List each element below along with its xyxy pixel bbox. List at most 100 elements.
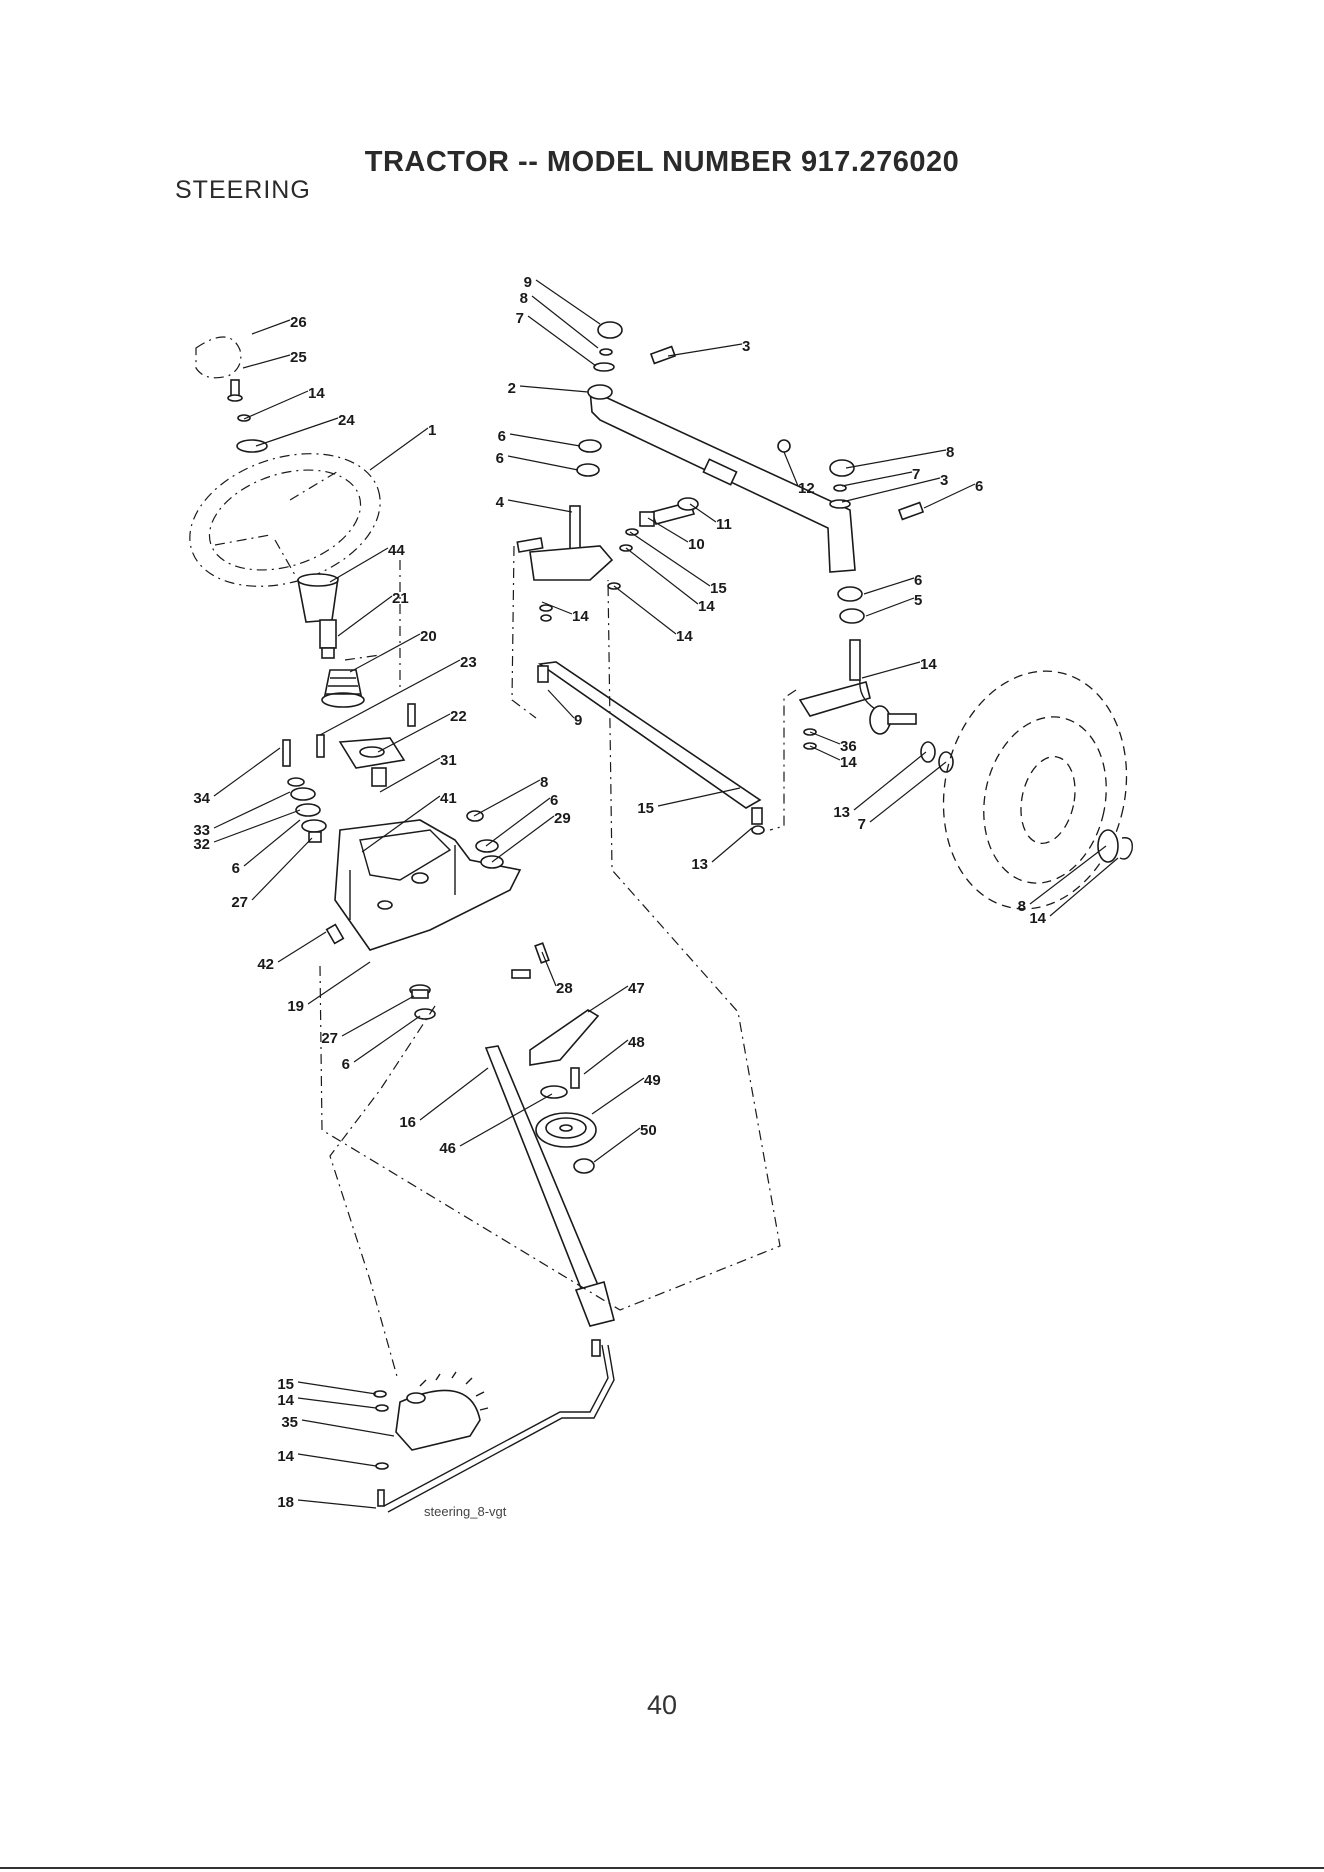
bushings-right-spindle [838,587,864,623]
sector-gear [396,1372,488,1450]
part-callout: 8 [520,290,528,307]
part-callout: 11 [716,516,732,533]
pulley-nut [574,1159,594,1173]
callout-leader [854,752,926,810]
callout-leader [278,932,326,962]
part-callout: 3 [940,472,948,489]
callout-leader [492,816,554,862]
part-callout: 41 [440,790,457,807]
callout-leader [243,355,290,368]
callout-leader [520,386,588,392]
part-callout: 20 [420,628,437,645]
steering-support-bracket [335,820,520,950]
part-callout: 28 [556,980,573,997]
callout-leader [924,484,975,508]
part-callout: 15 [277,1376,294,1393]
callout-leader [584,1040,628,1074]
part-callout: 32 [193,836,210,853]
part-callout: 13 [691,856,708,873]
front-wheel [922,654,1148,926]
callout-leader [532,296,598,348]
callout-leader [1030,846,1106,904]
part-callout: 48 [628,1034,645,1051]
part-callout: 13 [833,804,850,821]
callout-leader [354,1016,420,1062]
bushings-left-spindle [577,440,601,476]
callout-leader [1050,858,1118,916]
callout-leader [846,450,946,468]
pulley-bracket [530,1010,598,1065]
part-callout: 14 [572,608,589,625]
callout-leader [614,586,676,634]
steering-wheel-cap [196,337,241,378]
part-callout: 15 [710,580,727,597]
callout-leader [508,500,572,512]
part-callout: 6 [496,450,504,467]
callout-leader [668,344,742,356]
callout-leader [302,1420,394,1436]
callout-leader [542,952,556,986]
steering-bellows-boot [322,670,364,707]
callout-leader [870,762,946,822]
wheel-washer-clip [1098,830,1132,862]
pivot-spacer [678,498,698,510]
callout-leader [330,548,388,582]
part-callout: 14 [277,1448,294,1465]
callout-leader [474,780,540,816]
part-callout: 49 [644,1072,661,1089]
spindle-left [517,506,612,580]
callout-leader [214,748,280,796]
part-callout: 19 [287,998,304,1015]
part-callout: 7 [858,816,866,833]
callout-leader [658,788,740,806]
diagram-caption: steering_8-vgt [424,1504,507,1519]
callout-leader [308,962,370,1004]
part-callout: 16 [399,1114,416,1131]
part-callout: 6 [914,572,922,589]
part-callout: 22 [450,708,467,725]
part-callout: 18 [277,1494,294,1511]
callout-leader [536,280,600,324]
callout-leader [508,456,578,470]
part-callout: 8 [946,444,954,461]
part-callout: 7 [912,466,920,483]
part-callout: 27 [321,1030,338,1047]
part-callout: 14 [1029,910,1046,927]
part-callout: 14 [840,754,857,771]
callout-leader [588,986,628,1012]
callout-leader [370,428,428,470]
part-callout: 6 [232,860,240,877]
part-callout: 14 [676,628,693,645]
part-callout: 29 [554,810,571,827]
part-callout: 46 [439,1140,456,1157]
callout-leader [252,320,290,334]
part-callout: 8 [540,774,548,791]
idler-pulley [536,1086,596,1147]
steering-wheel-washer [237,415,267,452]
part-callout: 44 [388,542,405,559]
part-callout: 21 [392,590,409,607]
part-callout: 24 [338,412,355,429]
spindle-right [800,640,916,749]
part-callout: 14 [920,656,937,673]
page-bottom-rule [0,1867,1324,1869]
bushing-stack-left [288,778,326,842]
callout-leader [592,1078,644,1114]
part-callout: 23 [460,654,477,671]
part-callout: 1 [428,422,436,439]
tie-rod-stud-right [899,503,923,520]
part-callout: 6 [498,428,506,445]
callout-leader [342,996,414,1036]
callout-leader [842,478,940,502]
callout-leader [862,662,920,678]
part-callout: 47 [628,980,645,997]
part-callout: 14 [308,385,325,402]
callout-leader [298,1382,376,1394]
callout-leader [594,1128,640,1162]
part-callout: 9 [524,274,532,291]
part-callout: 36 [840,738,857,755]
steering-wheel [173,431,398,609]
callout-leader [298,1500,376,1508]
part-callout: 42 [257,956,274,973]
